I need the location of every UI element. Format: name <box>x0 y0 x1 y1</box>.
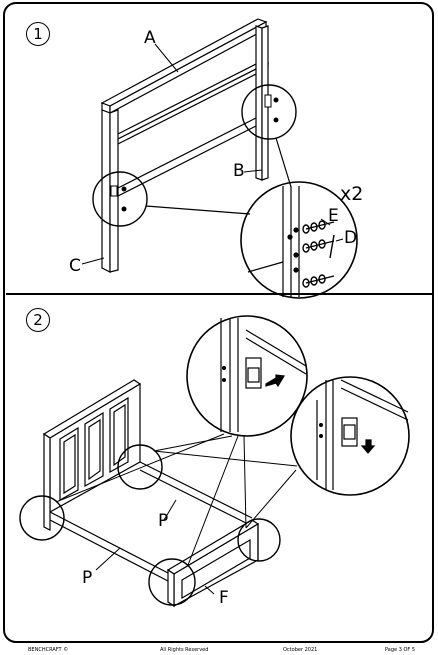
label-multiplier: x2 <box>340 183 364 205</box>
page-border <box>3 2 434 643</box>
label-part-b: B <box>233 161 245 181</box>
label-part-a: A <box>144 28 156 48</box>
corner-circle-head-left <box>19 495 65 541</box>
label-part-p-lower: P <box>82 568 93 588</box>
corner-circle-foot-right <box>237 518 281 562</box>
bracket-detail-circle-2 <box>290 376 410 496</box>
footer-page: Page 3 OF 5 <box>385 647 416 653</box>
detail-circle-right <box>241 84 297 140</box>
footer-rights: All Rights Reserved <box>160 647 209 653</box>
label-part-p-upper: P <box>158 511 169 531</box>
label-part-e: E <box>328 206 339 226</box>
label-part-d: D <box>344 228 358 248</box>
corner-circle-head-right <box>117 444 163 490</box>
bracket-detail-1 <box>220 318 307 432</box>
footer-date: October 2021 <box>283 647 318 653</box>
footer-brand: BENCHCRAFT © <box>28 647 69 653</box>
label-part-f: F <box>219 588 229 608</box>
step-number-2: 2 <box>26 308 50 332</box>
bolt-detail <box>247 186 335 297</box>
leader-lines-step2 <box>55 433 298 595</box>
detail-circle-left <box>92 171 148 227</box>
step1-headboard-drawing <box>100 18 292 273</box>
bolt-detail-circle <box>240 181 358 299</box>
label-part-c: C <box>69 256 81 276</box>
corner-circle-foot-left <box>148 558 196 606</box>
step-number-1: 1 <box>26 22 50 46</box>
bracket-detail-2 <box>316 379 409 490</box>
leader-lines-step1 <box>81 43 344 265</box>
bracket-detail-circle-1 <box>186 315 308 437</box>
